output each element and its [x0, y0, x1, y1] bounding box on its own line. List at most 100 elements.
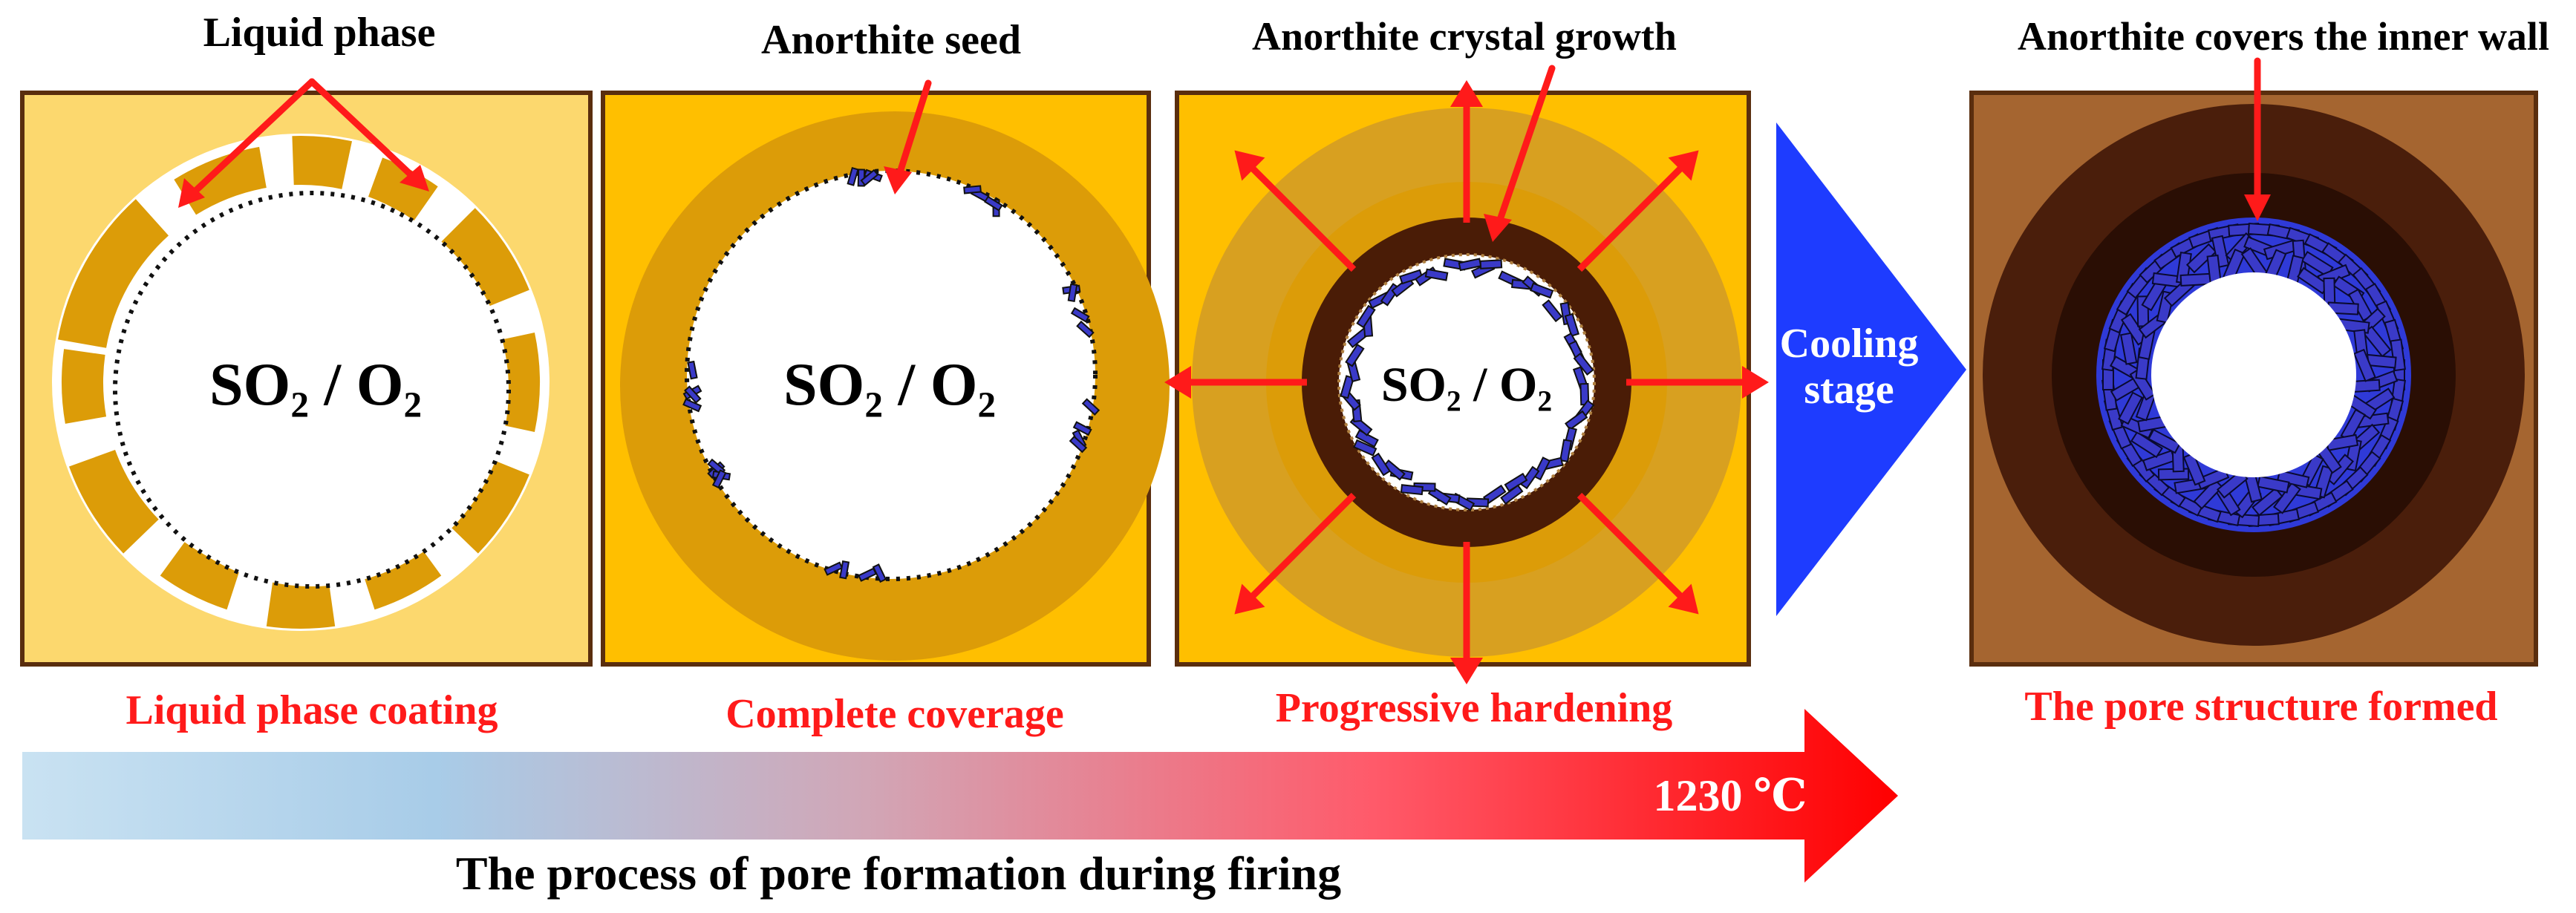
anorthite-crystal: [1565, 410, 1588, 431]
caption-pore-structure-formed: The pore structure formed: [2024, 684, 2498, 730]
liquid-droplet: [266, 577, 336, 629]
label-anorthite-seed: Anorthite seed: [761, 17, 1021, 63]
liquid-droplet: [160, 542, 240, 610]
anorthite-wall-crystal: [2182, 452, 2206, 486]
anorthite-crystal: [1424, 268, 1449, 281]
liquid-droplet: [58, 199, 169, 348]
caption-complete-coverage: Complete coverage: [725, 691, 1064, 737]
cooling-stage-label: Cooling stage: [1780, 321, 1919, 413]
caption-progressive-hardening: Progressive hardening: [1275, 685, 1673, 731]
cooling-triangle: [1776, 122, 1966, 616]
cooling-stage: [1776, 122, 1966, 616]
anorthite-crystal: [1559, 439, 1573, 462]
liquid-droplet: [440, 208, 529, 309]
anorthite-crystal: [1573, 353, 1594, 376]
anorthite-crystal: [1519, 465, 1540, 490]
pore-cavity: [1337, 253, 1596, 511]
anorthite-seed-crystal: [860, 168, 879, 186]
anorthite-crystals: [1340, 258, 1595, 511]
label-liquid-phase: Liquid phase: [203, 10, 436, 56]
anorthite-wall-crystal: [2185, 243, 2217, 274]
anorthite-seed-crystal: [1076, 320, 1095, 338]
anorthite-crystal: [1533, 456, 1551, 481]
anorthite-crystal: [1371, 452, 1391, 477]
anorthite-seed-crystal: [1069, 435, 1088, 454]
liquid-droplet: [362, 542, 442, 610]
callout-liquid-right-head: [400, 165, 429, 192]
panel-crystal-growth: [1164, 80, 1769, 684]
gas-label-panel-3: SO₂ / O₂: [1381, 358, 1552, 412]
anorthite-crystal: [1340, 375, 1355, 399]
growth-arrow-shaft: [1576, 492, 1690, 606]
anorthite-seed-crystal: [687, 360, 698, 380]
growth-arrow-head: [1234, 583, 1265, 615]
anorthite-seed-crystal: [682, 398, 702, 413]
panel-anorthite-seed: [601, 91, 1170, 667]
callout-growth-head: [1484, 214, 1512, 242]
growth-arrow-head: [1668, 583, 1699, 615]
caption-liquid-phase-coating: Liquid phase coating: [125, 687, 498, 733]
anorthite-crystal: [1353, 439, 1377, 456]
cooling-stage-line-2: stage: [1804, 367, 1894, 413]
cooling-stage-line-1: Cooling: [1779, 321, 1919, 367]
anorthite-seeds: [682, 166, 1100, 583]
anorthite-wall-crystal: [2257, 475, 2290, 494]
anorthite-seed-crystal: [1072, 421, 1092, 436]
anorthite-crystal: [1354, 429, 1379, 448]
gas-label-panel-1: SO₂ / O₂: [209, 350, 422, 418]
growth-arrow-head: [1742, 366, 1769, 399]
liquid-droplet: [69, 449, 159, 554]
anorthite-seed-crystal: [824, 561, 844, 576]
callout-inner-wall-head: [2244, 194, 2271, 221]
anorthite-seed-crystal: [1067, 283, 1078, 302]
callout-liquid-left-head: [178, 178, 205, 208]
growth-arrow-head: [1234, 150, 1265, 181]
anorthite-seed-crystal: [872, 563, 887, 583]
anorthite-wall-crystal: [2353, 348, 2376, 382]
liquid-droplet: [61, 349, 107, 424]
anorthite-crystal: [1500, 484, 1524, 505]
growth-arrow-shaft: [1576, 159, 1690, 272]
diagram-footer: The process of pore formation during fir…: [455, 847, 1342, 900]
callout-liquid-right: [308, 78, 417, 180]
growth-arrow-head: [1450, 658, 1483, 684]
anorthite-crystal: [1542, 299, 1563, 323]
anorthite-wall-crystal: [2130, 431, 2163, 459]
liquid-droplet: [368, 157, 438, 221]
growth-arrows: [1164, 80, 1769, 684]
pore-cavity: [2151, 272, 2356, 477]
pore-cavity: [113, 191, 511, 589]
panel-pore-structure: [1969, 91, 2538, 667]
anorthite-seed-crystal: [847, 166, 859, 186]
anorthite-wall-crystal: [2272, 482, 2301, 514]
anorthite-seed-crystal: [963, 185, 982, 194]
anorthite-seed-crystal: [984, 195, 1003, 212]
label-anorthite-crystal-growth: Anorthite crystal growth: [1252, 14, 1677, 59]
anorthite-wall-crystal: [2179, 272, 2212, 287]
anorthite-crystal: [1530, 282, 1554, 299]
anorthite-seed-crystal: [839, 560, 850, 580]
anorthite-wall-crystal: [2119, 332, 2138, 365]
anorthite-seed-crystal: [711, 469, 727, 489]
liquid-droplet: [292, 136, 353, 189]
anorthite-crystal: [1383, 459, 1406, 481]
growth-arrow-head: [1164, 366, 1191, 399]
anorthite-crystal: [1564, 312, 1580, 337]
panel-liquid-phase: [20, 91, 593, 667]
anorthite-wall-crystal: [2118, 391, 2143, 425]
liquid-droplet: [443, 456, 529, 554]
callout-arrows: [178, 57, 2271, 242]
temperature-label: 1230 ℃: [1653, 771, 1807, 820]
callout-liquid-left: [188, 78, 316, 198]
pore-cavity: [685, 168, 1098, 581]
callout-growth: [1496, 65, 1556, 223]
anorthite-wall-crystal: [2193, 478, 2223, 510]
anorthite-wall-crystal: [2251, 487, 2283, 517]
temperature-arrow: [22, 709, 1898, 883]
anorthite-wall-crystal: [2211, 235, 2230, 269]
anorthite-crystal: [1399, 269, 1424, 285]
anorthite-seed-crystal: [1070, 307, 1090, 323]
growth-arrow-shaft: [1243, 492, 1357, 606]
anorthite-seed-crystal: [1081, 398, 1100, 416]
anorthite-seed-crystal: [684, 385, 702, 404]
